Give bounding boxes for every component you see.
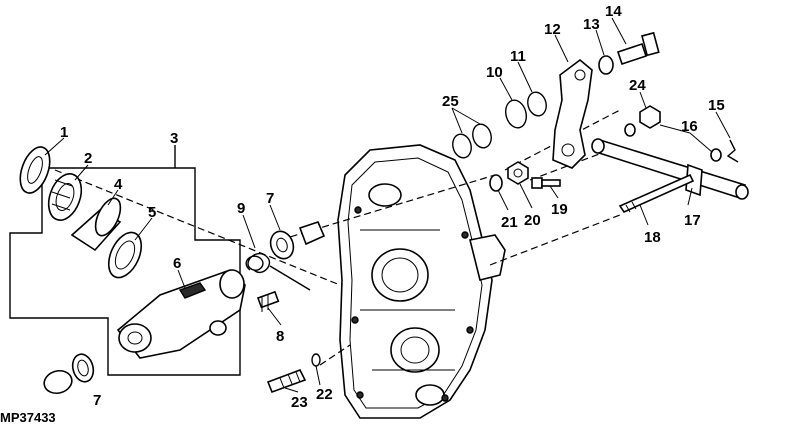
needle-bearing-part-2 xyxy=(47,173,83,221)
callout-5: 5 xyxy=(148,204,156,221)
shaft-part-17 xyxy=(591,138,749,200)
washer-part-21 xyxy=(489,174,503,192)
callout-8: 8 xyxy=(276,328,284,345)
o-ring-part-11 xyxy=(527,91,547,117)
callout-20: 20 xyxy=(524,212,541,229)
o-ring-part-22 xyxy=(311,353,321,367)
seal-ring-part-1 xyxy=(19,146,51,194)
transmission-housing xyxy=(337,144,506,419)
callout-11: 11 xyxy=(510,48,526,65)
callout-22: 22 xyxy=(316,386,333,403)
shift-arm-part-12 xyxy=(552,58,593,169)
nut-part-24 xyxy=(639,105,661,129)
callout-7-upper: 7 xyxy=(266,190,274,207)
callout-10: 10 xyxy=(486,64,503,81)
callout-6: 6 xyxy=(173,255,181,272)
lever-arm-part-6 xyxy=(116,269,246,359)
bolt-part-19 xyxy=(531,177,561,189)
callout-7-lower: 7 xyxy=(93,392,101,409)
callout-4: 4 xyxy=(114,176,123,193)
bushing-part-4 xyxy=(70,197,122,252)
callout-2: 2 xyxy=(84,150,92,167)
spring-part-9 xyxy=(245,252,311,291)
callout-23: 23 xyxy=(291,394,308,411)
stud-part-8 xyxy=(256,290,280,312)
seal-part-7-lower xyxy=(43,353,95,395)
sub-assembly-bracket xyxy=(9,167,241,376)
callout-21: 21 xyxy=(501,214,518,231)
callout-18: 18 xyxy=(644,229,661,246)
washer-part-5 xyxy=(107,231,143,279)
callout-25: 25 xyxy=(442,93,459,110)
leader-lines xyxy=(44,17,731,393)
rod-part-18 xyxy=(618,173,695,214)
callout-9: 9 xyxy=(237,200,245,217)
washer-part-13 xyxy=(598,55,614,75)
callout-3: 3 xyxy=(170,130,178,147)
callout-17: 17 xyxy=(684,212,701,229)
figure-id: MP37433 xyxy=(0,410,56,424)
callout-1: 1 xyxy=(60,124,68,141)
callout-14: 14 xyxy=(605,3,622,20)
bolt-part-14 xyxy=(616,31,660,66)
o-rings-part-25 xyxy=(452,123,492,159)
seal-part-7-upper xyxy=(269,221,326,260)
stud-part-23 xyxy=(266,368,307,394)
callout-13: 13 xyxy=(583,16,600,33)
nut-part-20 xyxy=(507,161,529,185)
callout-15: 15 xyxy=(708,97,725,114)
clip-part-15 xyxy=(726,139,739,163)
callout-16: 16 xyxy=(681,118,698,135)
callout-labels: 1 2 3 4 5 6 7 7 8 9 10 11 12 13 14 15 16… xyxy=(60,3,725,411)
o-ring-part-10 xyxy=(504,99,528,129)
callout-19: 19 xyxy=(551,201,568,218)
callout-24: 24 xyxy=(629,77,646,94)
washer-part-16 xyxy=(624,123,636,137)
callout-12: 12 xyxy=(544,21,561,38)
